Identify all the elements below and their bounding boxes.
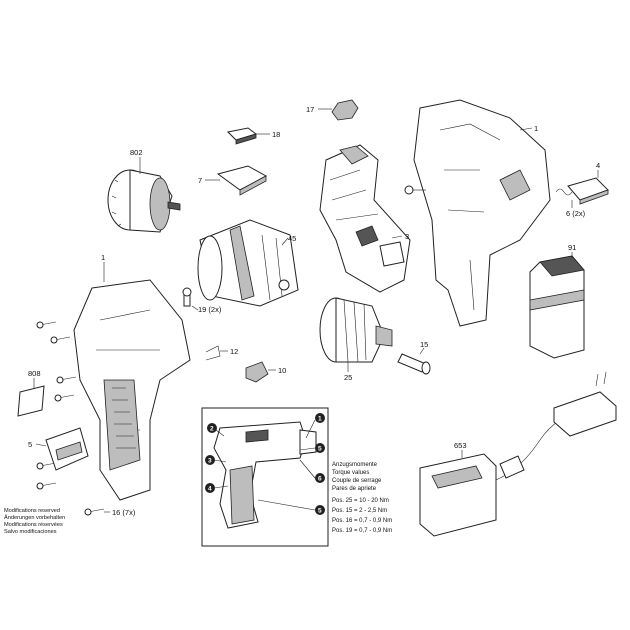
svg-text:3: 3 [208, 458, 212, 465]
part-45-gearbox: 45 [197, 219, 299, 307]
label-16: 16 (7x) [112, 508, 136, 517]
callout-3: 3 [205, 455, 215, 465]
part-16-screws: 16 (7x) [36, 321, 136, 517]
svg-text:4: 4 [208, 486, 212, 493]
label-653: 653 [454, 441, 467, 450]
torque-values-table: Anzugsmomente Torque values Couple de se… [332, 462, 392, 534]
part-25-chuck: 25 [319, 297, 393, 382]
inset-assembly-view: 1 2 3 4 5 6 5 [201, 407, 329, 547]
svg-text:5: 5 [318, 446, 322, 453]
part-18-plate: 18 [226, 127, 280, 145]
callout-5: 5 [315, 505, 325, 515]
callout-4: 4 [205, 483, 215, 493]
torque-row-19: Pos. 19 = 0,7 - 0,9 Nm [332, 528, 392, 534]
part-screw-housing [404, 185, 426, 195]
part-17-clip: 17 [306, 99, 359, 121]
note-de: Änderungen vorbehalten [4, 514, 65, 521]
part-91-battery: 91 [529, 243, 585, 359]
part-653-charger: 653 [419, 371, 617, 537]
label-19: 19 (2x) [198, 305, 222, 314]
torque-heading-fr: Couple de serrage [332, 478, 382, 484]
label-12: 12 [230, 347, 238, 356]
label-808: 808 [28, 369, 41, 378]
label-45: 45 [288, 234, 296, 243]
part-19-screw: 19 (2x) [182, 287, 222, 314]
label-6: 6 (2x) [566, 209, 586, 218]
label-4: 4 [596, 161, 600, 170]
part-4-button: 4 [567, 161, 609, 205]
callout-2: 2 [207, 423, 217, 433]
label-802: 802 [130, 148, 143, 157]
torque-heading-es: Pares de apriete [332, 486, 377, 492]
part-1-housing-left: 1 [73, 253, 191, 501]
note-es: Salvo modificaciones [4, 529, 57, 535]
part-802-motor: 802 [107, 148, 181, 233]
modifications-note: Modifications reserved Änderungen vorbeh… [4, 508, 65, 535]
torque-row-16: Pos. 16 = 0,7 - 0,9 Nm [332, 518, 392, 524]
note-fr: Modifications réservées [4, 522, 63, 528]
part-3-switch-module: 3 [319, 144, 411, 293]
label-17: 17 [306, 105, 314, 114]
torque-heading-de: Anzugsmomente [332, 462, 378, 468]
part-808-label: 808 [17, 369, 45, 417]
torque-row-15: Pos. 15 = 2 - 2,5 Nm [332, 508, 387, 514]
svg-text:2: 2 [210, 426, 214, 433]
label-25: 25 [344, 373, 352, 382]
part-10-knob: 10 [245, 361, 286, 383]
svg-text:6: 6 [318, 476, 322, 483]
label-10: 10 [278, 366, 286, 375]
torque-row-25: Pos. 25 = 10 - 20 Nm [332, 498, 389, 504]
label-15: 15 [420, 340, 428, 349]
part-12-clip: 12 [205, 345, 238, 361]
torque-heading-en: Torque values [332, 470, 369, 476]
label-91: 91 [568, 243, 576, 252]
callout-1: 1 [315, 413, 325, 423]
callout-5b: 5 [315, 443, 325, 453]
svg-text:5: 5 [318, 508, 322, 515]
label-18: 18 [272, 130, 280, 139]
note-en: Modifications reserved [4, 508, 60, 514]
part-6-spring: 6 (2x) [555, 188, 586, 218]
label-1-top: 1 [534, 124, 538, 133]
svg-text:1: 1 [318, 416, 322, 423]
callout-6: 6 [315, 473, 325, 483]
label-5: 5 [28, 440, 32, 449]
part-7-slider: 7 [198, 165, 268, 196]
part-15-screw: 15 [397, 340, 431, 375]
part-5-clip: 5 [28, 427, 89, 471]
label-1-left: 1 [101, 253, 105, 262]
part-1-housing-right: 1 [413, 99, 551, 327]
label-7: 7 [198, 176, 202, 185]
label-3: 3 [405, 232, 409, 241]
